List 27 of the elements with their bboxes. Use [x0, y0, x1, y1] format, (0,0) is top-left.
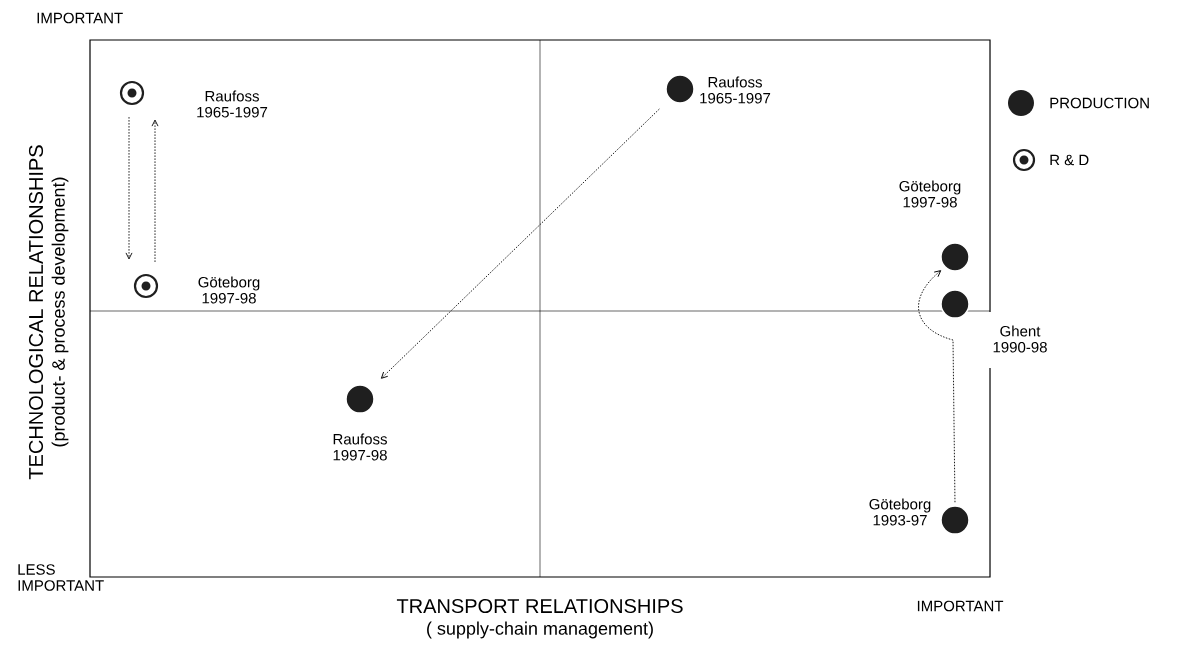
- production-dot: [665, 74, 695, 104]
- production-dot: [940, 242, 970, 272]
- rd-marker: [133, 273, 159, 299]
- dotted-arrow: [380, 108, 660, 379]
- point-label: Raufoss 1965-1997: [700, 76, 771, 104]
- production-dot: [940, 289, 970, 319]
- axis-subtitle: (product- & process development): [51, 177, 69, 447]
- rd-marker: [119, 80, 145, 106]
- axis-end-label: LESS IMPORTANT: [18, 564, 104, 591]
- axis-subtitle: ( supply-chain management): [427, 621, 653, 639]
- point-label: Ghent 1990-98: [993, 325, 1047, 353]
- point-label: Göteborg 1997-98: [198, 276, 260, 304]
- dotted-arrow: [918, 270, 956, 503]
- point-label: Raufoss 1997-98: [333, 433, 387, 461]
- axis-title: TECHNOLOGICAL RELATIONSHIPS: [28, 145, 44, 480]
- point-label: Göteborg 1993-97: [869, 498, 931, 526]
- legend-label: PRODUCTION: [1050, 97, 1149, 109]
- production-dot: [940, 505, 970, 535]
- axis-end-label: IMPORTANT: [37, 12, 123, 24]
- production-dot: [345, 384, 375, 414]
- axis-title: TRANSPORT RELATIONSHIPS: [396, 598, 683, 614]
- point-label: Göteborg 1997-98: [899, 180, 961, 208]
- point-label: Raufoss 1965-1997: [197, 90, 268, 118]
- dotted-arrow: [125, 116, 133, 260]
- legend-label: R & D: [1050, 154, 1089, 166]
- dotted-arrow: [151, 119, 159, 263]
- axis-end-label: IMPORTANT: [917, 600, 1004, 612]
